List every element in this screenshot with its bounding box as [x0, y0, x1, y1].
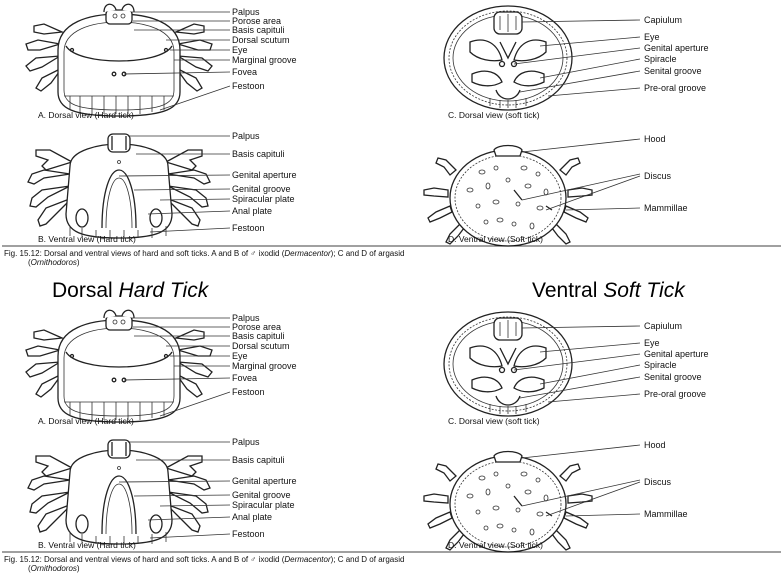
labels-C-top: Capiulum Eye Genital aperture Spiracle S… [644, 15, 709, 93]
svg-text:Pre-oral groove: Pre-oral groove [644, 83, 706, 93]
svg-text:Capiulum: Capiulum [644, 15, 682, 25]
svg-text:Genital aperture: Genital aperture [644, 43, 709, 53]
svg-text:Hood: Hood [644, 440, 666, 450]
svg-text:Basis capituli: Basis capituli [232, 149, 285, 159]
caption-A-bottom: A. Dorsal view (Hard tick) [38, 416, 134, 426]
svg-text:Fovea: Fovea [232, 373, 257, 383]
labels-D-bottom: Hood Discus Mammillae [644, 440, 688, 519]
svg-text:Dorsal scutum: Dorsal scutum [232, 341, 290, 351]
labels-C-bottom: Capiulum Eye Genital aperture Spiracle S… [644, 321, 709, 399]
caption-D-bottom: D. Ventral view (Soft tick) [448, 540, 543, 550]
tick-illustrations-top [26, 4, 640, 246]
figure-caption-line1-bottom: Fig. 15.12: Dorsal and ventral views of … [4, 555, 404, 564]
labels-D-top: Hood Discus Mammillae [644, 134, 688, 213]
svg-text:Mammillae: Mammillae [644, 203, 688, 213]
caption-B-bottom: B. Ventral view (Hard tick) [38, 540, 136, 550]
tick-illustrations-bottom [26, 310, 640, 552]
svg-text:Palpus: Palpus [232, 131, 260, 141]
figure-caption-line1-top: Fig. 15.12: Dorsal and ventral views of … [4, 249, 404, 258]
caption-A-top: A. Dorsal view (Hard tick) [38, 110, 134, 120]
svg-text:Marginal groove: Marginal groove [232, 55, 297, 65]
figure-block-top: Palpus Porose area Basis capituli Dorsal… [2, 4, 781, 267]
svg-text:Eye: Eye [232, 45, 248, 55]
svg-text:Senital groove: Senital groove [644, 372, 702, 382]
svg-text:Genital groove: Genital groove [232, 184, 291, 194]
labels-A-bottom: Palpus Porose area Basis capituli Dorsal… [232, 313, 297, 397]
svg-text:Palpus: Palpus [232, 437, 260, 447]
svg-text:Senital groove: Senital groove [644, 66, 702, 76]
svg-text:Discus: Discus [644, 171, 672, 181]
svg-text:Spiracle: Spiracle [644, 54, 677, 64]
labels-B-top: Palpus Basis capituli Genital aperture G… [232, 131, 297, 233]
caption-B-top: B. Ventral view (Hard tick) [38, 234, 136, 244]
heading-dorsal-hard-tick: Dorsal Hard Tick [52, 279, 210, 302]
svg-text:Genital groove: Genital groove [232, 490, 291, 500]
heading-ventral-soft-tick: Ventral Soft Tick [532, 279, 686, 302]
svg-text:Eye: Eye [644, 338, 660, 348]
svg-text:Fovea: Fovea [232, 67, 257, 77]
svg-text:Festoon: Festoon [232, 529, 265, 539]
svg-text:Spiracular plate: Spiracular plate [232, 500, 295, 510]
svg-text:Basis capituli: Basis capituli [232, 331, 285, 341]
figure-caption-line2-top: (Ornithodoros) [28, 258, 80, 267]
svg-text:Anal plate: Anal plate [232, 206, 272, 216]
figure-caption-line2-bottom: (Ornithodoros) [28, 564, 80, 573]
svg-text:Marginal groove: Marginal groove [232, 361, 297, 371]
svg-text:Eye: Eye [644, 32, 660, 42]
svg-text:Capiulum: Capiulum [644, 321, 682, 331]
svg-text:Dorsal scutum: Dorsal scutum [232, 35, 290, 45]
figure-block-bottom: Palpus Porose area Basis capituli Dorsal… [2, 310, 781, 573]
svg-text:Eye: Eye [232, 351, 248, 361]
svg-text:Basis capituli: Basis capituli [232, 455, 285, 465]
svg-text:Festoon: Festoon [232, 223, 265, 233]
caption-C-top: C. Dorsal view (soft tick) [448, 110, 540, 120]
svg-text:Genital aperture: Genital aperture [232, 476, 297, 486]
svg-text:Hood: Hood [644, 134, 666, 144]
svg-text:Festoon: Festoon [232, 387, 265, 397]
svg-text:Discus: Discus [644, 477, 672, 487]
svg-text:Spiracle: Spiracle [644, 360, 677, 370]
labels-A-top: Palpus Porose area Basis capituli Dorsal… [232, 7, 297, 91]
svg-text:Genital aperture: Genital aperture [644, 349, 709, 359]
svg-text:Pre-oral groove: Pre-oral groove [644, 389, 706, 399]
svg-text:Mammillae: Mammillae [644, 509, 688, 519]
caption-D-top: D. Ventral view (Soft tick) [448, 234, 543, 244]
svg-text:Basis capituli: Basis capituli [232, 25, 285, 35]
svg-text:Festoon: Festoon [232, 81, 265, 91]
labels-B-bottom: Palpus Basis capituli Genital aperture G… [232, 437, 297, 539]
svg-text:Anal plate: Anal plate [232, 512, 272, 522]
svg-text:Genital aperture: Genital aperture [232, 170, 297, 180]
caption-C-bottom: C. Dorsal view (soft tick) [448, 416, 540, 426]
svg-text:Spiracular plate: Spiracular plate [232, 194, 295, 204]
